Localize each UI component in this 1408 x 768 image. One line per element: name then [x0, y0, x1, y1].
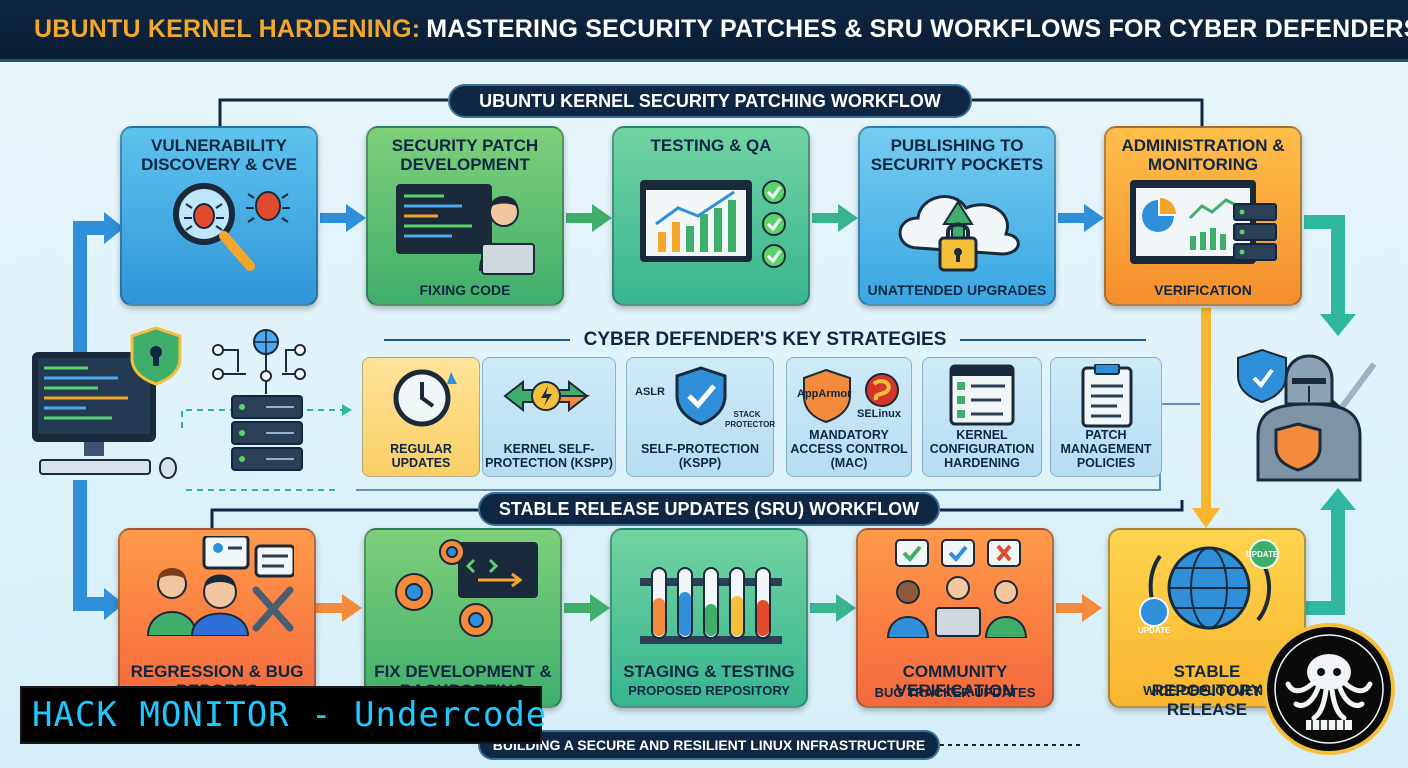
strategy-label: KERNEL SELF-PROTECTION (KSPP) — [485, 442, 613, 470]
sru-flow-arrows — [316, 594, 1102, 622]
top-bracket-right — [972, 98, 1204, 126]
title-main: MASTERING SECURITY PATCHES & SRU WORKFLO… — [426, 15, 1408, 43]
step-title: COMMUNITY VERIFICATION — [895, 662, 1015, 700]
check-shield-icon — [675, 366, 727, 426]
step-fix-development-backporting: FIX DEVELOPMENT & BACKPORTING — [364, 528, 562, 708]
clock-icon — [393, 369, 457, 427]
update-tag-left: UPDATE — [1138, 626, 1171, 635]
computer-icon — [32, 326, 182, 479]
strategy-label: PATCH MANAGEMENT POLICIES — [1060, 428, 1152, 470]
octopus-badge-logo — [1263, 623, 1395, 755]
server-network-icon — [212, 329, 306, 471]
step-subtitle: PROPOSED REPOSITORY — [628, 683, 790, 698]
cyber-defender-knight-icon — [1237, 348, 1377, 482]
step-subtitle: BUG TRACKER UPDATES — [874, 685, 1036, 700]
strategy-kernel-self-protection: KERNEL SELF-PROTECTION (KSPP) — [482, 357, 616, 477]
header-bar: UBUNTU KERNEL HARDENING: MASTERING SECUR… — [0, 0, 1408, 62]
step-regression-bug-reports: REGRESSION & BUG REPORTS — [118, 528, 316, 708]
step-stable-repository-release: UPDATE UPDATE STABLE REPOSITORY RELEASE … — [1108, 528, 1306, 719]
bug-magnifier-icon — [173, 183, 290, 271]
strategy-label: REGULAR UPDATES — [390, 442, 452, 470]
sru-bracket-left — [210, 508, 478, 528]
step-community-verification: COMMUNITY VERIFICATION BUG TRACKER UPDAT… — [856, 528, 1054, 708]
strategy-label: MANDATORY ACCESS CONTROL (MAC) — [790, 428, 908, 470]
arrow-to-regression — [73, 480, 108, 611]
step-title: VULNERABILITY DISCOVERY & CVE — [141, 136, 297, 174]
strategy-label: SELF-PROTECTION (KSPP) — [640, 442, 760, 470]
clipboard-icon — [1081, 364, 1133, 428]
stack-protector-tag: STACK PROTECTOR — [725, 410, 776, 429]
config-window-icon — [949, 364, 1015, 426]
step-administration-monitoring: ADMINISTRATION & MONITORING VERIFICATION — [1104, 126, 1302, 306]
step-testing-qa: TESTING & QA — [612, 126, 810, 306]
footer-tagline: BUILDING A SECURE AND RESILIENT LINUX IN… — [478, 730, 940, 760]
arrow-to-discovery — [73, 221, 108, 352]
strategy-mandatory-access-control: AppArmor SELinux MANDATORY ACCESS CONTRO… — [786, 357, 912, 477]
test-chart-checklist-icon — [640, 180, 786, 268]
hack-monitor-watermark: HACK MONITOR - Undercode — [20, 686, 546, 744]
apparmor-tag: AppArmor — [797, 388, 852, 400]
strategy-label: KERNEL CONFIGURATION HARDENING — [929, 428, 1035, 470]
aslr-tag: ASLR — [635, 386, 665, 398]
title-accent: UBUNTU KERNEL HARDENING: — [34, 15, 421, 43]
community-checks-icon — [886, 539, 1028, 638]
sru-bracket-right — [940, 500, 1184, 512]
step-subtitle: UNATTENDED UPGRADES — [867, 282, 1047, 298]
top-bracket-left — [218, 98, 448, 126]
step-title: TESTING & QA — [650, 136, 772, 155]
strategies-title: CYBER DEFENDER'S KEY STRATEGIES — [370, 326, 1160, 354]
strategy-patch-management-policies: PATCH MANAGEMENT POLICIES — [1050, 357, 1162, 477]
arrow-to-defender — [1304, 215, 1345, 318]
strategy-self-protection: ASLR STACK PROTECTOR SELF-PROTECTION (KS… — [626, 357, 776, 477]
step-title: STAGING & TESTING — [623, 662, 795, 681]
update-tag-right: UPDATE — [1246, 550, 1279, 559]
step-subtitle: WIDE DEPLOYMENT — [1143, 683, 1271, 698]
strategies-title-text: CYBER DEFENDER'S KEY STRATEGIES — [583, 329, 947, 350]
step-subtitle: FIXING CODE — [419, 282, 511, 298]
selinux-tag: SELinux — [856, 408, 901, 420]
developer-laptop-icon — [396, 184, 535, 275]
step-title: SECURITY PATCH DEVELOPMENT — [391, 136, 539, 174]
step-vulnerability-discovery: VULNERABILITY DISCOVERY & CVE — [120, 126, 318, 306]
mac-logos-icon — [803, 368, 899, 424]
test-tubes-icon — [640, 567, 782, 644]
step-title: STABLE REPOSITORY RELEASE — [1151, 662, 1263, 719]
sru-workflow-title: STABLE RELEASE UPDATES (SRU) WORKFLOW — [478, 492, 940, 526]
step-title: PUBLISHING TO SECURITY POCKETS — [870, 136, 1044, 174]
step-security-patch-development: SECURITY PATCH DEVELOPMENT FIXING CODE — [366, 126, 564, 306]
step-subtitle: VERIFICATION — [1154, 282, 1252, 298]
strategy-regular-updates: REGULAR UPDATES — [362, 357, 480, 477]
step-title: ADMINISTRATION & MONITORING — [1121, 136, 1285, 174]
monitoring-dashboard-icon — [1130, 180, 1277, 264]
cloud-lock-icon — [898, 195, 1020, 272]
step-publishing-security-pockets: PUBLISHING TO SECURITY POCKETS UNATTENDE… — [858, 126, 1056, 306]
top-flow-arrows — [320, 204, 1104, 232]
team-tools-icon — [146, 536, 294, 636]
globe-update-icon — [1139, 539, 1279, 630]
arrow-release-up — [1306, 506, 1345, 615]
bidirectional-arrow-icon — [503, 379, 590, 413]
page-title: UBUNTU KERNEL HARDENING: MASTERING SECUR… — [34, 15, 1408, 44]
strategy-kernel-configuration-hardening: KERNEL CONFIGURATION HARDENING — [922, 357, 1042, 477]
step-staging-testing: STAGING & TESTING PROPOSED REPOSITORY — [610, 528, 808, 708]
gears-code-icon — [395, 539, 538, 637]
patch-workflow-title: UBUNTU KERNEL SECURITY PATCHING WORKFLOW — [448, 84, 972, 118]
